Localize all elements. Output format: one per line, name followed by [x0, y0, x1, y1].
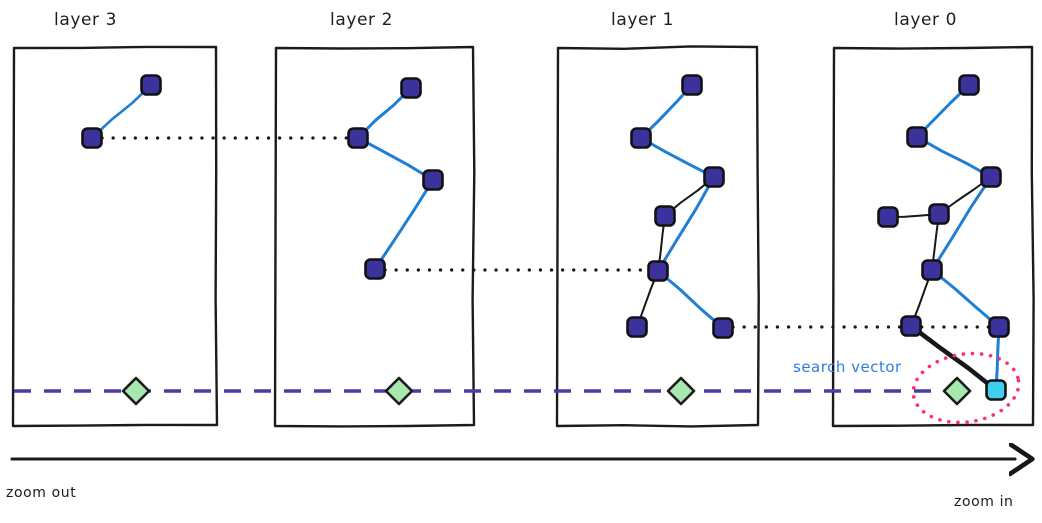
graph-edges-traversed: [90, 83, 1001, 392]
node-square: [985, 379, 1007, 401]
graph-node-l0n5: [877, 206, 899, 228]
node-square: [81, 127, 103, 149]
graph-node-l1n2: [630, 127, 652, 149]
edge-blue-l1-1: [639, 136, 716, 179]
node-square: [928, 203, 950, 225]
graph-node-l3n2: [81, 127, 103, 149]
graph-node-l1n4: [654, 205, 676, 227]
graph-node-l2n3: [422, 169, 444, 191]
node-square: [681, 74, 703, 96]
query-diamond-q-layer3: [121, 376, 151, 406]
graph-node-l1n7: [712, 317, 734, 339]
node-square: [703, 166, 725, 188]
graph-node-l0n3: [980, 166, 1002, 188]
graph-node-l0n2: [906, 126, 928, 148]
edge-blue-l0-2: [930, 175, 993, 272]
node-square: [364, 258, 386, 280]
node-square: [921, 259, 943, 281]
node-square: [900, 315, 922, 337]
edge-blue-l3-0: [90, 83, 153, 140]
layer-frame-layer-0: [831, 45, 1035, 428]
query-diamond-q-layer1: [666, 376, 696, 406]
node-square: [347, 127, 369, 149]
graph-node-l1n6: [626, 316, 648, 338]
node-square: [980, 166, 1002, 188]
edge-blue-l2-2: [373, 178, 435, 271]
graph-node-l0n8: [988, 316, 1010, 338]
layer-frame-layer-1: [555, 45, 760, 428]
graph-node-l1n3: [703, 166, 725, 188]
node-square: [422, 169, 444, 191]
graph-node-l2n2: [347, 127, 369, 149]
edge-thick-l0-0: [908, 323, 999, 393]
graph-node-l1n5: [647, 260, 669, 282]
layer-title-2: layer 2: [330, 10, 394, 30]
graph-node-l0n6: [921, 259, 943, 281]
layer-frames: [11, 45, 1035, 428]
graph-nodes: [81, 74, 1010, 401]
query-diamond-q-layer0: [942, 376, 972, 406]
graph-node-l2n4: [364, 258, 386, 280]
node-square: [647, 260, 669, 282]
found-node-l0q: [985, 379, 1007, 401]
layer-title-0: layer 0: [894, 10, 958, 30]
node-square: [988, 316, 1010, 338]
node-square: [140, 74, 162, 96]
query-diamond-q-layer2: [384, 376, 414, 406]
edge-blue-l2-1: [356, 136, 435, 182]
node-square: [630, 127, 652, 149]
layer-title-1: layer 1: [611, 10, 675, 30]
layer-title-3: layer 3: [54, 10, 118, 30]
node-square: [626, 316, 648, 338]
entry-point-connectors: [100, 136, 992, 329]
query-markers: [121, 376, 972, 406]
graph-node-l3n1: [140, 74, 162, 96]
graph-node-l0n4: [928, 203, 950, 225]
match-highlight-ellipse: [911, 351, 1021, 425]
layer-frame-layer-3: [11, 45, 219, 428]
node-square: [712, 317, 734, 339]
node-square: [654, 205, 676, 227]
edge-blue-l0-3: [930, 268, 1001, 329]
edge-blue-l1-3: [656, 269, 725, 330]
zoom-in-label: zoom in: [954, 494, 1014, 510]
node-square: [400, 77, 422, 99]
node-square: [958, 74, 980, 96]
zoom-out-label: zoom out: [6, 485, 77, 501]
node-square: [906, 126, 928, 148]
edge-blue-l0-1: [915, 135, 993, 179]
graph-node-l2n1: [400, 77, 422, 99]
graph-node-l0n7: [900, 315, 922, 337]
graph-node-l1n1: [681, 74, 703, 96]
layer-frame-layer-2: [273, 45, 476, 428]
graph-node-l0n1: [958, 74, 980, 96]
search-vector-label: search vector: [793, 358, 902, 376]
edge-blue-l1-2: [656, 175, 716, 273]
highlight-ellipse: [911, 351, 1021, 425]
node-square: [877, 206, 899, 228]
